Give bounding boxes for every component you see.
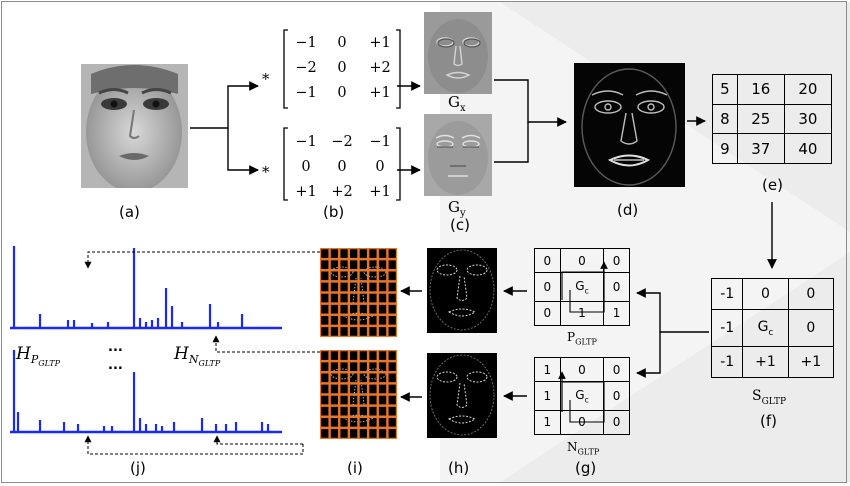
kernel-cell: −2: [331, 134, 352, 150]
label-d: (d): [617, 201, 639, 219]
matrix-cell: 25: [736, 103, 785, 135]
kernel-cell: 0: [337, 159, 346, 175]
label-j: (j): [130, 459, 146, 477]
pattern-cell: 1: [559, 300, 605, 327]
kernel-cell: 0: [337, 85, 346, 101]
pattern-cell: 0: [534, 300, 561, 327]
matrix-cell: 16: [736, 74, 785, 105]
center-cell: Gc: [559, 381, 605, 411]
pattern-cell: -1: [710, 345, 744, 379]
kernel-cell: +2: [369, 60, 390, 76]
pattern-cell: +1: [787, 345, 835, 379]
label-e: (e): [762, 176, 783, 194]
kernel-cell: −1: [295, 134, 316, 150]
conv-symbol-gx: *: [262, 70, 270, 88]
label-c: (c): [450, 216, 470, 234]
pattern-cell: 0: [534, 272, 561, 302]
center-cell: Gc: [742, 309, 789, 347]
pattern-cell: 0: [603, 247, 630, 274]
matrix-cell: 40: [783, 133, 833, 164]
matrix-cell: 20: [783, 74, 833, 105]
label-b: (b): [323, 203, 345, 221]
pattern-cell: 0: [603, 409, 630, 436]
kernel-cell: −2: [295, 60, 316, 76]
label-a: (a): [119, 203, 140, 221]
ellipsis-bottom: ...: [108, 358, 123, 373]
label-h: (h): [448, 459, 470, 477]
kernel-cell: +1: [369, 184, 390, 200]
pattern-cell: +1: [742, 345, 789, 379]
negative-pattern-image: [427, 353, 497, 438]
center-label: G: [575, 387, 585, 402]
p-gltp-caption: PGLTP: [567, 330, 597, 347]
pattern-cell: -1: [710, 309, 744, 347]
kernel-cell: +1: [295, 184, 316, 200]
positive-pattern-image: [427, 248, 497, 333]
pattern-cell: 0: [603, 356, 630, 383]
pattern-cell: 0: [742, 277, 789, 311]
center-subscript: c: [584, 286, 589, 296]
pattern-cell: -1: [710, 277, 744, 311]
kernel-cell: 0: [337, 35, 346, 51]
pattern-cell: 0: [559, 356, 605, 383]
pattern-cell: 0: [603, 381, 630, 411]
matrix-cell: 9: [712, 133, 738, 164]
matrix-cell: 37: [736, 133, 785, 164]
kernel-cell: −1: [295, 35, 316, 51]
kernel-cell: −1: [369, 134, 390, 150]
center-label: G: [575, 278, 585, 293]
kernel-cell: +1: [369, 85, 390, 101]
center-subscript: c: [584, 395, 589, 405]
input-face-image: [81, 64, 188, 188]
kernel-cell: 0: [337, 60, 346, 76]
kernel-cell: 0: [301, 159, 310, 175]
gridded-positive-image: [320, 248, 397, 337]
pattern-cell: 1: [534, 409, 561, 436]
pattern-cell: 0: [534, 247, 561, 274]
pattern-cell: 0: [559, 409, 605, 436]
label-f: (f): [760, 412, 777, 430]
center-cell: Gc: [559, 272, 605, 302]
hist-n-label: HNGLTP: [174, 344, 221, 369]
label-i: (i): [347, 459, 363, 477]
matrix-cell: 5: [712, 74, 738, 105]
kernel-cell: +1: [369, 35, 390, 51]
pattern-cell: 0: [559, 247, 605, 274]
kernel-cell: +2: [331, 184, 352, 200]
pattern-cell: 0: [787, 277, 835, 311]
ellipsis-top: ...: [108, 340, 123, 355]
center-subscript: c: [768, 327, 774, 338]
gradient-magnitude-image: [574, 63, 685, 187]
gy-image: [424, 114, 492, 196]
kernel-cell: −1: [295, 85, 316, 101]
pattern-cell: 0: [787, 309, 835, 347]
sobel-kernels: * * −1 0 +1 −2 0 +2 −1 0 +1 −1 −2 −1 0 0 0 +1 +2 +1: [262, 29, 401, 201]
kernel-cell: 0: [375, 159, 384, 175]
gy-label: Gy: [448, 198, 466, 219]
gridded-negative-image: [320, 350, 397, 439]
label-g: (g): [575, 459, 597, 477]
gx-image: [424, 12, 492, 94]
pattern-cell: 1: [534, 356, 561, 383]
n-gltp-caption: NGLTP: [567, 440, 600, 457]
pattern-cell: 0: [603, 272, 630, 302]
pattern-cell: 1: [603, 300, 630, 327]
pattern-cell: 1: [534, 381, 561, 411]
matrix-cell: 8: [712, 103, 738, 135]
matrix-cell: 30: [783, 103, 833, 135]
hist-p-label: HPGLTP: [16, 344, 61, 369]
conv-symbol-gy: *: [262, 163, 270, 181]
histograms: [10, 246, 282, 434]
gx-label: Gx: [448, 93, 466, 114]
s-gltp-caption: SGLTP: [752, 388, 787, 407]
center-label: G: [757, 318, 769, 335]
